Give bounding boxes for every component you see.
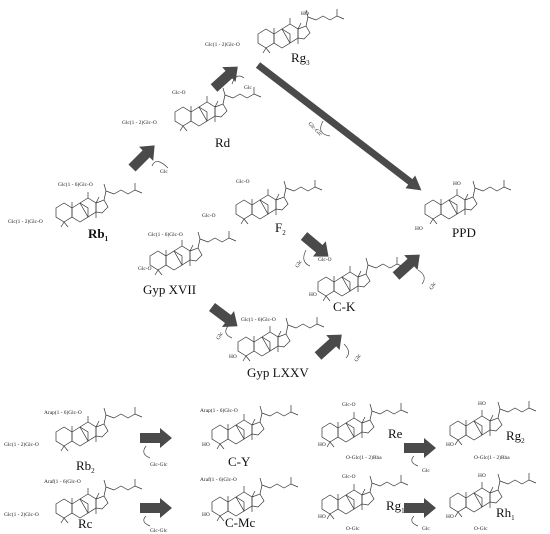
rg2-c20-group: HO: [478, 401, 486, 407]
rd-c3-group: Glc(1 - 2)Glc-O: [122, 119, 157, 126]
ppd-c20-group: HO: [453, 181, 461, 187]
rc-c3-group: Glc(1 - 2)Glc-O: [4, 511, 39, 518]
arrow-rc-cmc-label: Glc-Glc: [150, 528, 168, 534]
rg2-c6-group: O-Glc(1 - 2)Rha: [474, 454, 510, 461]
rg3-c3-group: Glc(1 - 2)Glc-O: [205, 41, 240, 48]
rh1-c6-group: O-Glc: [474, 526, 488, 532]
arrow-re-rg2-label: Glc: [422, 468, 430, 474]
compound-gypxvii: Glc(1 - 6)Glc-O Glc-O Gyp XVII: [138, 230, 237, 297]
ck-label: C-K: [333, 299, 356, 314]
arrow-rb2-cy-label: Glc-Glc: [150, 462, 168, 468]
compound-rd: Glc-O Glc(1 - 2)Glc-O Rd: [122, 86, 262, 150]
rc-label: Rc: [78, 516, 93, 531]
compound-gyplxxv: Glc(1 - 6)Glc-O HO Gyp LXXV: [229, 316, 325, 380]
gyplxxv-label: Gyp LXXV: [247, 365, 309, 380]
f2-label: F2: [275, 220, 286, 237]
compound-cmc: Araf(1 - 6)Glc-O HO C-Mc: [200, 476, 299, 530]
arrow-ck-ppd-label: Glc: [429, 281, 438, 291]
compound-rg3: HO Glc(1 - 2)Glc-O Rg3: [205, 8, 345, 67]
rb2-label: Rb2: [76, 458, 95, 475]
compound-f2: Glc-O Glc-O F2: [202, 179, 323, 237]
arrow-gypxvii-gyplxxv: Glc: [205, 299, 244, 341]
cmc-c3-group: HO: [202, 512, 210, 518]
arrow-rg3-ppd: Glc-Glc: [255, 62, 422, 191]
arrow-f2-ck: Glc: [295, 228, 335, 269]
gypxvii-label: Gyp XVII: [143, 282, 196, 297]
arrow-rc-cmc: Glc-Glc: [140, 498, 172, 534]
arrow-rg1-rh1-label: Glc: [422, 526, 430, 532]
rd-c20-group: Glc-O: [172, 90, 186, 96]
ck-c3-group: HO: [309, 292, 317, 298]
rb1-c20-group: Glc(1 - 6)Glc-O: [58, 181, 93, 188]
arrow-f2-ck-label: Glc: [295, 259, 304, 269]
rd-label: Rd: [215, 135, 231, 150]
rg1-c20-group: Glc-O: [342, 474, 356, 480]
cy-c20-group: Arap(1 - 6)Glc-O: [200, 407, 238, 414]
compound-ck: Glc-O HO C-K: [309, 256, 405, 314]
compound-rh1: HO HO O-Glc Rh1: [446, 472, 537, 532]
cy-c3-group: HO: [202, 442, 210, 448]
arrow-rb1-rd: Glc: [124, 138, 168, 176]
rb2-c20-group: Arap(1 - 6)Glc-O: [44, 409, 82, 416]
rc-c20-group: Araf(1 - 6)Glc-O: [44, 478, 81, 485]
rg2-c3-group: HO: [446, 442, 454, 448]
ppd-label: PPD: [452, 225, 476, 240]
gypxvii-c3-group: Glc-O: [138, 266, 152, 272]
re-c6-group: O-Glc(1 - 2)Rha: [346, 454, 382, 461]
cmc-c20-group: Araf(1 - 6)Glc-O: [200, 476, 237, 483]
compound-rg2: HO HO O-Glc(1 - 2)Rha Rg2: [446, 400, 537, 461]
re-c20-group: Glc-O: [342, 402, 356, 408]
cmc-label: C-Mc: [225, 515, 256, 530]
rb1-label: Rb1: [88, 226, 109, 243]
gyplxxv-c20-group: Glc(1 - 6)Glc-O: [241, 316, 276, 323]
rb2-c3-group: Glc(1 - 2)Glc-O: [4, 441, 39, 448]
compound-re: Glc-O HO O-Glc(1 - 2)Rha Re: [318, 402, 409, 461]
rg2-label: Rg2: [506, 428, 525, 445]
gyplxxv-c3-group: HO: [229, 354, 237, 360]
compound-rc: Araf(1 - 6)Glc-O Glc(1 - 2)Glc-O Rc: [4, 478, 143, 531]
compound-ppd: HO HO PPD: [415, 179, 512, 240]
arrow-gyplxxv-ck: Glc: [311, 327, 363, 364]
arrow-rd-rg3: Glc: [207, 59, 252, 96]
arrow-re-rg2: Glc: [404, 438, 436, 474]
rg3-label: Rg3: [291, 50, 310, 67]
compound-rb1: Glc(1 - 6)Glc-O Glc(1 - 2)Glc-O Rb1: [8, 181, 143, 243]
arrow-rg1-rh1: Glc: [404, 498, 436, 532]
arrow-gypxvii-gyplxxv-label: Glc: [216, 331, 225, 341]
rh1-c3-group: HO: [446, 514, 454, 520]
arrow-gyplxxv-ck-label: Glc: [354, 353, 363, 363]
re-c3-group: HO: [318, 442, 326, 448]
gypxvii-c20-group: Glc(1 - 6)Glc-O: [148, 231, 183, 238]
ppd-c3-group: HO: [415, 226, 423, 232]
arrow-rb2-cy: Glc-Glc: [140, 428, 172, 468]
rg1-label: Rg1: [386, 498, 405, 515]
f2-c20-group: Glc-O: [236, 179, 250, 185]
re-label: Re: [388, 426, 403, 441]
arrow-rd-rg3-label: Glc: [244, 85, 252, 91]
f2-c3-group: Glc-O: [202, 213, 216, 219]
rh1-c20-group: HO: [478, 473, 486, 479]
rh1-label: Rh1: [496, 505, 515, 522]
compound-cy: Arap(1 - 6)Glc-O HO C-Y: [200, 404, 299, 469]
rg3-c20-group: HO: [301, 11, 309, 17]
arrow-rb1-rd-label: Glc: [160, 169, 168, 175]
compound-rg1: Glc-O HO O-Glc Rg1: [318, 474, 409, 532]
cy-label: C-Y: [228, 454, 251, 469]
arrow-ck-ppd: Glc: [389, 247, 438, 291]
ck-c20-group: Glc-O: [318, 257, 332, 263]
rg1-c3-group: HO: [318, 514, 326, 520]
rb1-c3-group: Glc(1 - 2)Glc-O: [8, 218, 43, 225]
compound-rb2: Arap(1 - 6)Glc-O Glc(1 - 2)Glc-O Rb2: [4, 406, 143, 475]
rg1-c6-group: O-Glc: [346, 526, 360, 532]
